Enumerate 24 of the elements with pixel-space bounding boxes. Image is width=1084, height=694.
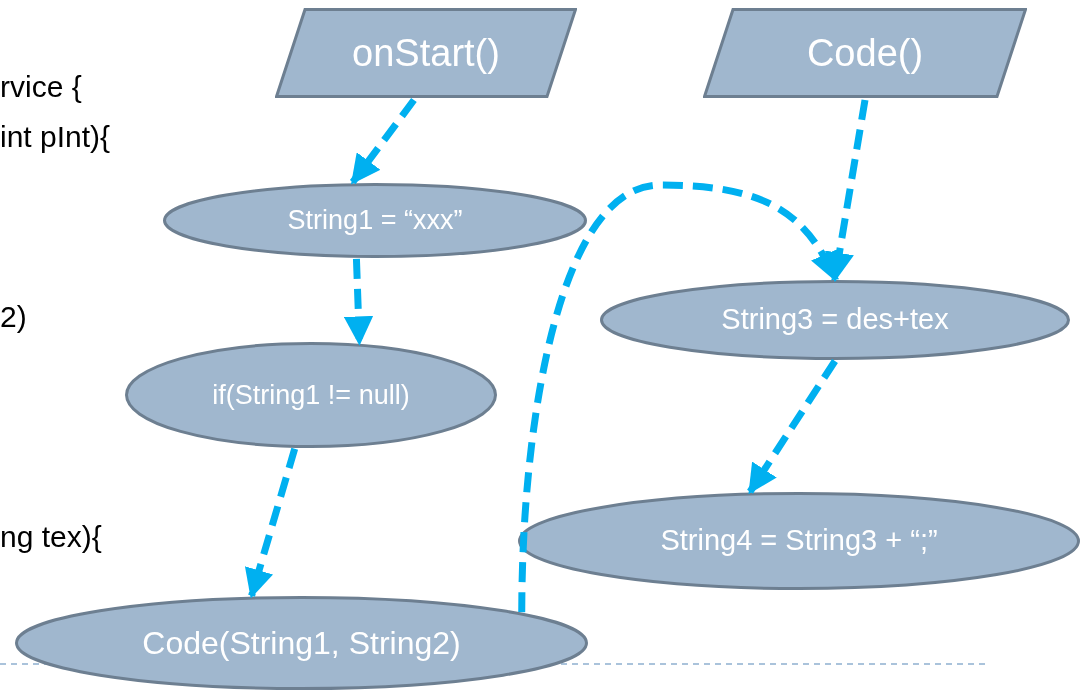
node-label: Code() bbox=[806, 30, 924, 76]
dashed-arrow bbox=[518, 181, 839, 613]
code-text: int pInt){ bbox=[0, 120, 111, 154]
process-ellipse bbox=[600, 280, 1070, 360]
process-ellipse bbox=[15, 596, 588, 690]
input-parallelogram bbox=[275, 8, 577, 98]
node-label: String3 = des+tex bbox=[721, 302, 949, 338]
process-ellipse bbox=[125, 342, 497, 448]
code-text: rvice { bbox=[0, 70, 82, 104]
dashed-arrow bbox=[747, 359, 838, 495]
dashed-arrow bbox=[349, 97, 417, 185]
code-text: ng tex){ bbox=[0, 520, 102, 554]
node-label: Code(String1, String2) bbox=[142, 624, 461, 663]
node-label: onStart() bbox=[352, 30, 500, 76]
input-parallelogram bbox=[703, 8, 1027, 98]
dashed-arrow bbox=[343, 258, 374, 346]
process-ellipse bbox=[518, 492, 1080, 590]
dashed-arrow bbox=[824, 99, 869, 282]
node-label: if(String1 != null) bbox=[212, 378, 410, 412]
dashed-arrow bbox=[244, 447, 299, 599]
node-label: String4 = String3 + “;” bbox=[660, 523, 938, 559]
process-ellipse bbox=[163, 183, 587, 258]
code-text: 2) bbox=[0, 300, 27, 334]
node-label: String1 = “xxx” bbox=[287, 204, 463, 238]
